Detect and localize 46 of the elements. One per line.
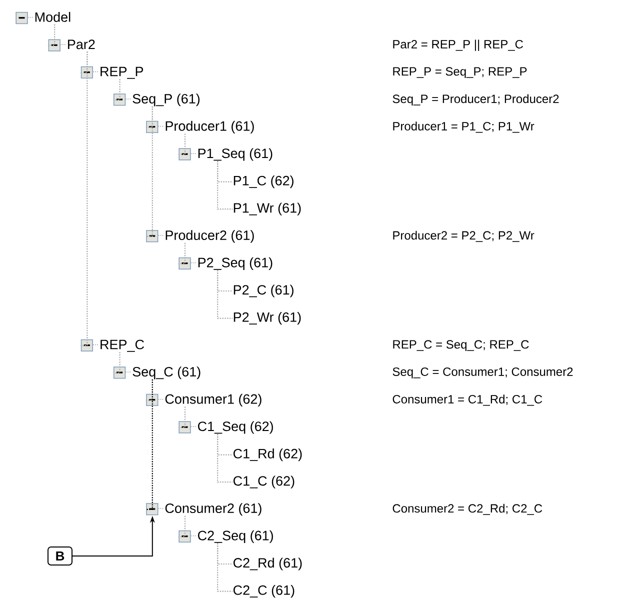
callout-box: B <box>48 546 72 566</box>
tree-line <box>217 270 233 319</box>
tree-label: Producer2 (61) <box>166 230 254 243</box>
tree-label: Seq_P (61) <box>132 94 200 106</box>
tree-line <box>178 516 186 538</box>
tree-label: REP_C <box>100 340 144 352</box>
tree-line <box>146 106 153 237</box>
tree-line <box>48 24 56 46</box>
tree-line <box>178 242 186 264</box>
tree-line <box>113 352 120 374</box>
tree-label: Par2 <box>68 40 95 50</box>
tree-label: Seq_C (61) <box>132 366 200 380</box>
tree-line <box>178 134 186 156</box>
tree-label: Model <box>35 12 70 22</box>
definition-text: Par2 = REP_P || REP_C <box>393 40 524 51</box>
tree-label: Consumer2 (61) <box>165 503 262 516</box>
tree-label: C2_Seq (61) <box>198 530 273 543</box>
definition-text: Seq_C = Consumer1; Consumer2 <box>392 367 573 378</box>
tree-line <box>217 543 233 592</box>
tree-label: P1_C (62) <box>234 176 294 188</box>
definition-text: Consumer2 = C2_Rd; C2_C <box>392 504 542 515</box>
tree-line <box>80 52 88 346</box>
tree-line <box>113 79 120 100</box>
tree-line <box>217 434 233 483</box>
tree-line <box>178 406 186 428</box>
definition-text: Consumer1 = C1_Rd; C1_C <box>392 394 542 406</box>
tree-label: P1_Wr (61) <box>234 202 301 216</box>
definition-text: REP_P = Seq_P; REP_P <box>393 67 527 78</box>
tree-label: C1_C (62) <box>234 476 294 488</box>
tree-label: P2_Seq (61) <box>198 257 272 270</box>
definition-text: Producer1 = P1_C; P1_Wr <box>393 122 534 133</box>
tree-label: C2_C (61) <box>234 585 294 598</box>
tree-label: C2_Rd (61) <box>234 558 302 570</box>
tree-label: Producer1 (61) <box>166 120 254 134</box>
tree-label: Consumer1 (62) <box>165 394 262 406</box>
tree-label: P2_C (61) <box>234 284 294 298</box>
definition-text: REP_C = Seq_C; REP_C <box>393 340 529 352</box>
tree-label: P2_Wr (61) <box>234 312 301 325</box>
tree-line <box>217 161 233 210</box>
tree-label: C1_Seq (62) <box>198 421 273 434</box>
definition-text: Seq_P = Producer1; Producer2 <box>392 94 559 106</box>
definition-text: Producer2 = P2_C; P2_Wr <box>393 230 534 242</box>
tree-label: C1_Rd (62) <box>234 448 302 462</box>
tree-line <box>146 379 153 510</box>
tree-label: REP_P <box>100 66 144 79</box>
tree-label: P1_Seq (61) <box>198 148 272 161</box>
